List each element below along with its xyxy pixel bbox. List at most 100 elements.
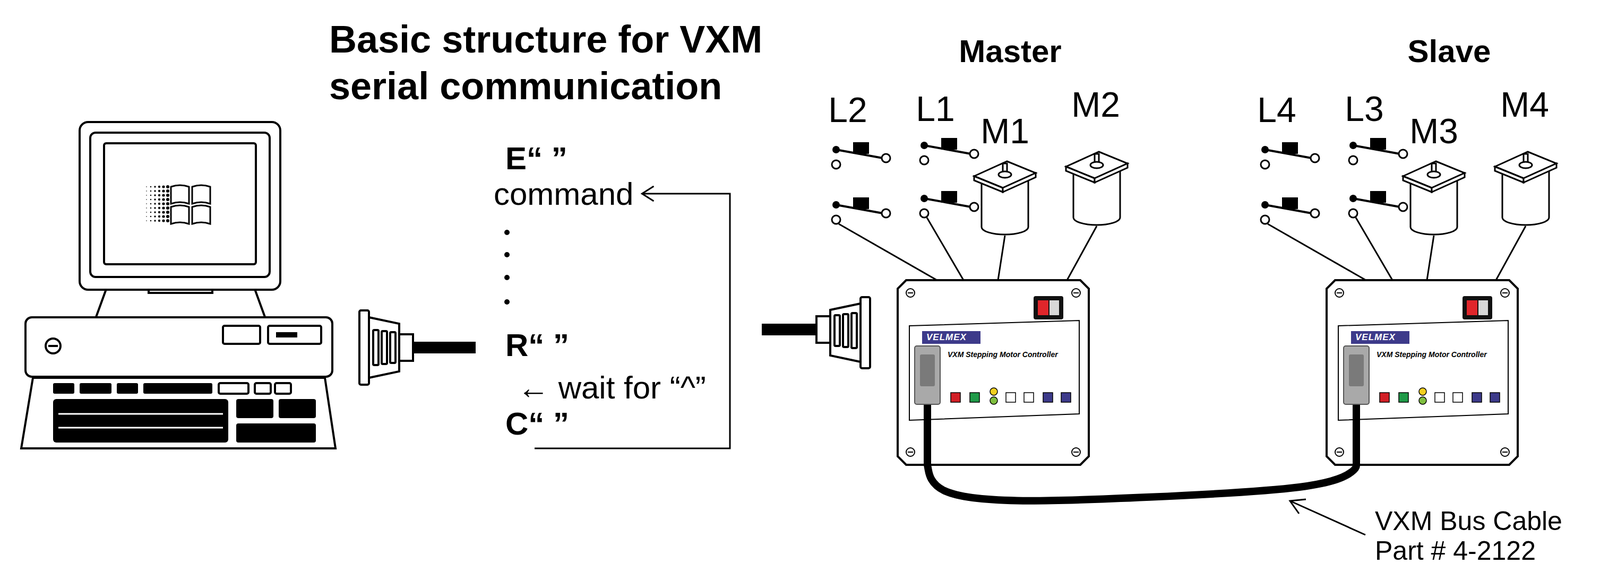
motor-label: M3 (1409, 111, 1459, 152)
serial-plug-controller-part (851, 313, 857, 349)
controller-housing (1326, 280, 1518, 466)
logo-dot (153, 190, 156, 192)
indicator-leds-part (1043, 392, 1053, 403)
logo-dot (166, 219, 170, 223)
motor-label-wrap: M2 (1071, 84, 1121, 126)
device-wires-part (1426, 235, 1434, 281)
housing-screws-part (1071, 448, 1081, 457)
logo-dot (161, 210, 165, 214)
logo-dot (158, 194, 161, 197)
device-wires-part (998, 235, 1005, 281)
housing-screws (1335, 288, 1510, 457)
power-switch-part (1466, 300, 1478, 316)
computer-illustration-part (254, 383, 271, 394)
power-switch-part (1049, 300, 1060, 316)
housing-outline (1326, 280, 1518, 466)
indicator-leds (1379, 388, 1500, 405)
sequence-step: C“ ” (505, 405, 570, 443)
logo-dot (161, 214, 165, 218)
windows-logo-part (170, 185, 189, 204)
motor-label-wrap: M4 (1500, 84, 1550, 126)
housing-screws-part (1500, 288, 1510, 298)
device-wires (838, 217, 1526, 281)
housing-screws-part (1335, 448, 1344, 457)
controller-box: VELMEX VXM Stepping Motor Controller (897, 280, 1089, 466)
switch-label: L2 (828, 90, 867, 131)
logo-dot (161, 202, 165, 205)
bus-port-part (1343, 346, 1370, 405)
serial-plug-controller-part (816, 316, 831, 343)
master-switches-part (831, 142, 891, 169)
bus-port-part (1352, 402, 1361, 466)
indicator-leds (950, 388, 1071, 405)
computer-illustration-part (53, 399, 229, 443)
computer-illustration (21, 122, 336, 449)
slave-switches-part (1348, 138, 1408, 165)
housing-screws-part (907, 451, 914, 453)
computer-illustration-part (58, 427, 223, 429)
housing-screws-part (907, 292, 914, 294)
unit-heading-wrap: Master (958, 32, 1062, 70)
sequence-dots (504, 229, 510, 305)
housing-screws-part (1071, 288, 1081, 298)
housing-screws (906, 288, 1081, 457)
controller-label: VXM Stepping Motor Controller (947, 350, 1075, 360)
windows-logo-part (192, 205, 211, 225)
device-wires-part (1267, 224, 1366, 281)
computer-illustration-part (58, 413, 223, 416)
logo-dots (145, 185, 170, 223)
switch-label: L3 (1344, 89, 1384, 130)
logo-dot (150, 220, 152, 222)
windows-logo-part (192, 185, 211, 204)
serial-plug-controller-part (834, 315, 840, 347)
logo-dot (150, 194, 152, 197)
logo-dot (161, 198, 165, 201)
logo-dot (150, 207, 152, 210)
indicator-leds-part (1024, 392, 1034, 403)
sequence-step-wrap: R“ ” (505, 327, 570, 364)
logo-dot (145, 194, 148, 196)
brand-badge: VELMEX (922, 331, 981, 344)
serial-plug-pc-part (381, 331, 387, 365)
housing-screws-part (1336, 451, 1343, 453)
serial-plug-pc-part (390, 332, 396, 364)
bus-cable-leader-part (1289, 501, 1366, 536)
logo-dot (150, 190, 152, 193)
power-switch (1462, 296, 1493, 320)
windows-logo (145, 185, 211, 225)
logo-dot (158, 202, 161, 205)
computer-illustration-part (90, 132, 270, 278)
switch-label: L4 (1257, 90, 1296, 131)
slave-switches (1260, 138, 1408, 225)
logo-dot (150, 199, 152, 201)
unit-heading-wrap: Slave (1407, 32, 1492, 70)
logo-dot (166, 193, 170, 197)
logo-dot (145, 203, 148, 205)
master-switches (831, 138, 979, 225)
loop-arrow-part (641, 186, 654, 202)
housing-screws-part (1502, 292, 1508, 294)
unit-heading: Master (958, 32, 1062, 70)
logo-dot (150, 186, 152, 188)
logo-dot (166, 198, 170, 202)
bus-port (914, 346, 941, 466)
indicator-leds-part (1418, 397, 1427, 405)
bus-cable (927, 465, 1357, 502)
serial-plug-controller-part (842, 314, 849, 348)
motor-label-wrap: M1 (980, 111, 1030, 152)
sequence-note-wrap: ← wait for “^” (517, 369, 707, 407)
indicator-leds-part (1398, 392, 1409, 403)
logo-dot (161, 206, 165, 210)
computer-illustration-part (222, 325, 261, 344)
cable-callout-wrap: VXM Bus Cable Part # 4-2122 (1374, 506, 1577, 566)
housing-screws-part (1336, 292, 1343, 294)
logo-dot (145, 216, 148, 218)
sequence-dots-part (504, 229, 510, 236)
computer-illustration-part (268, 325, 322, 344)
device-wires-part (1067, 226, 1097, 281)
master-switches-part (919, 191, 979, 218)
computer-illustration-part (116, 383, 139, 394)
cable-callout: VXM Bus Cable Part # 4-2122 (1374, 506, 1577, 566)
serial-plug-controller-part (830, 303, 861, 363)
